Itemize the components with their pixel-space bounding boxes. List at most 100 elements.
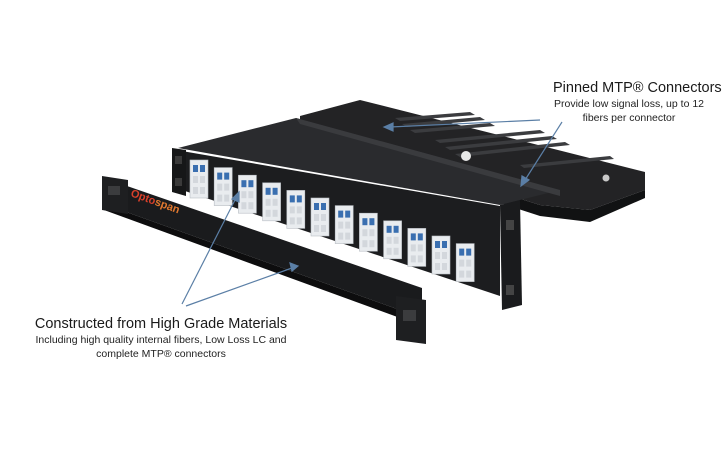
lc-port xyxy=(410,233,416,241)
lc-port xyxy=(435,252,440,259)
lc-adapter-module xyxy=(286,190,306,229)
lc-port xyxy=(466,270,472,278)
callout-mtp-connectors: Pinned MTP® Connectors Provide low signa… xyxy=(536,79,722,125)
lc-port xyxy=(386,247,392,255)
lc-port xyxy=(265,187,271,195)
lc-port xyxy=(217,183,223,191)
lc-port xyxy=(241,202,247,210)
callout-description: complete MTP® connectors xyxy=(96,348,226,360)
lc-port xyxy=(200,187,205,194)
lc-port xyxy=(314,203,319,210)
arrow-mat-1 xyxy=(181,197,237,305)
callout-materials: Constructed from High Grade Materials In… xyxy=(16,315,306,361)
lc-adapter-module xyxy=(455,243,475,282)
lc-port xyxy=(272,198,278,206)
callout-description: fibers per connector xyxy=(582,112,676,124)
lc-port xyxy=(217,172,223,180)
lc-adapter-module xyxy=(238,174,257,214)
tray-perforations xyxy=(395,112,614,168)
callout-description: Provide low signal loss, up to 12 xyxy=(554,98,704,110)
lc-port xyxy=(369,229,375,237)
lc-port xyxy=(393,247,399,255)
lc-port xyxy=(386,225,392,233)
tray-hole xyxy=(602,174,610,182)
lc-adapter-module xyxy=(431,235,451,275)
lc-port xyxy=(369,218,375,226)
arrow-mat-2 xyxy=(185,267,293,307)
lc-port xyxy=(248,202,254,210)
lc-port xyxy=(338,232,344,240)
lc-port xyxy=(362,240,368,248)
lc-adapter-module xyxy=(407,228,427,267)
lc-port xyxy=(265,209,271,217)
lc-port xyxy=(289,195,295,203)
lc-port xyxy=(314,214,319,221)
lc-port xyxy=(442,252,447,259)
lc-port xyxy=(248,191,254,199)
lc-port xyxy=(321,203,326,210)
lc-port xyxy=(289,217,295,225)
lc-port xyxy=(345,232,351,240)
arrow-mtp-2 xyxy=(524,121,563,181)
lc-adapter-module xyxy=(189,159,209,199)
lc-port xyxy=(224,183,230,191)
lc-port xyxy=(193,165,198,172)
lc-port xyxy=(459,259,465,267)
lc-port xyxy=(265,198,271,206)
lc-port xyxy=(296,206,302,214)
lc-port xyxy=(248,180,254,188)
lc-port xyxy=(224,172,230,180)
chassis-lid xyxy=(178,118,560,205)
lc-port xyxy=(442,263,447,270)
right-rack-ear xyxy=(500,200,522,310)
lc-port xyxy=(410,244,416,252)
lc-port xyxy=(338,210,344,218)
lc-port xyxy=(393,236,399,244)
lc-port xyxy=(386,236,392,244)
callout-arrows xyxy=(181,119,563,307)
lc-port xyxy=(224,194,230,202)
lc-port xyxy=(417,244,423,252)
lc-port xyxy=(345,221,351,229)
lc-adapter-module xyxy=(334,205,354,244)
lc-port xyxy=(435,241,440,248)
lc-port xyxy=(459,270,465,278)
lc-port xyxy=(345,210,351,218)
lc-port xyxy=(435,263,440,270)
lc-port xyxy=(459,248,465,256)
lc-port xyxy=(200,176,205,183)
lc-port xyxy=(241,191,247,199)
lc-port xyxy=(466,259,472,267)
lc-port xyxy=(217,194,223,202)
lc-port xyxy=(369,240,375,248)
lc-port xyxy=(362,218,368,226)
lc-port xyxy=(393,225,399,233)
callout-title: Pinned MTP® Connectors xyxy=(553,80,722,96)
lc-port xyxy=(466,248,472,256)
lc-adapter-module xyxy=(213,167,233,206)
arrow-mtp-1 xyxy=(389,119,541,128)
lc-port xyxy=(410,255,416,263)
lc-port xyxy=(417,255,423,263)
lc-port xyxy=(296,217,302,225)
left-rack-ear xyxy=(172,148,186,196)
lc-adapter-module xyxy=(310,197,330,237)
lc-adapter-row xyxy=(189,159,475,282)
lc-port xyxy=(193,187,198,194)
tray-hole xyxy=(461,151,471,161)
lc-port xyxy=(296,195,302,203)
lc-port xyxy=(338,221,344,229)
lc-adapter-module xyxy=(383,220,402,260)
callout-title: Constructed from High Grade Materials xyxy=(34,316,288,332)
lc-port xyxy=(200,165,205,172)
lc-port xyxy=(193,176,198,183)
lc-adapter-module xyxy=(359,212,378,252)
lc-adapter-module xyxy=(262,182,281,222)
callout-description: Including high quality internal fibers, … xyxy=(35,334,287,346)
front-bar: Optospan xyxy=(102,176,426,344)
lc-port xyxy=(241,180,247,188)
lc-port xyxy=(321,225,326,232)
lc-port xyxy=(272,209,278,217)
